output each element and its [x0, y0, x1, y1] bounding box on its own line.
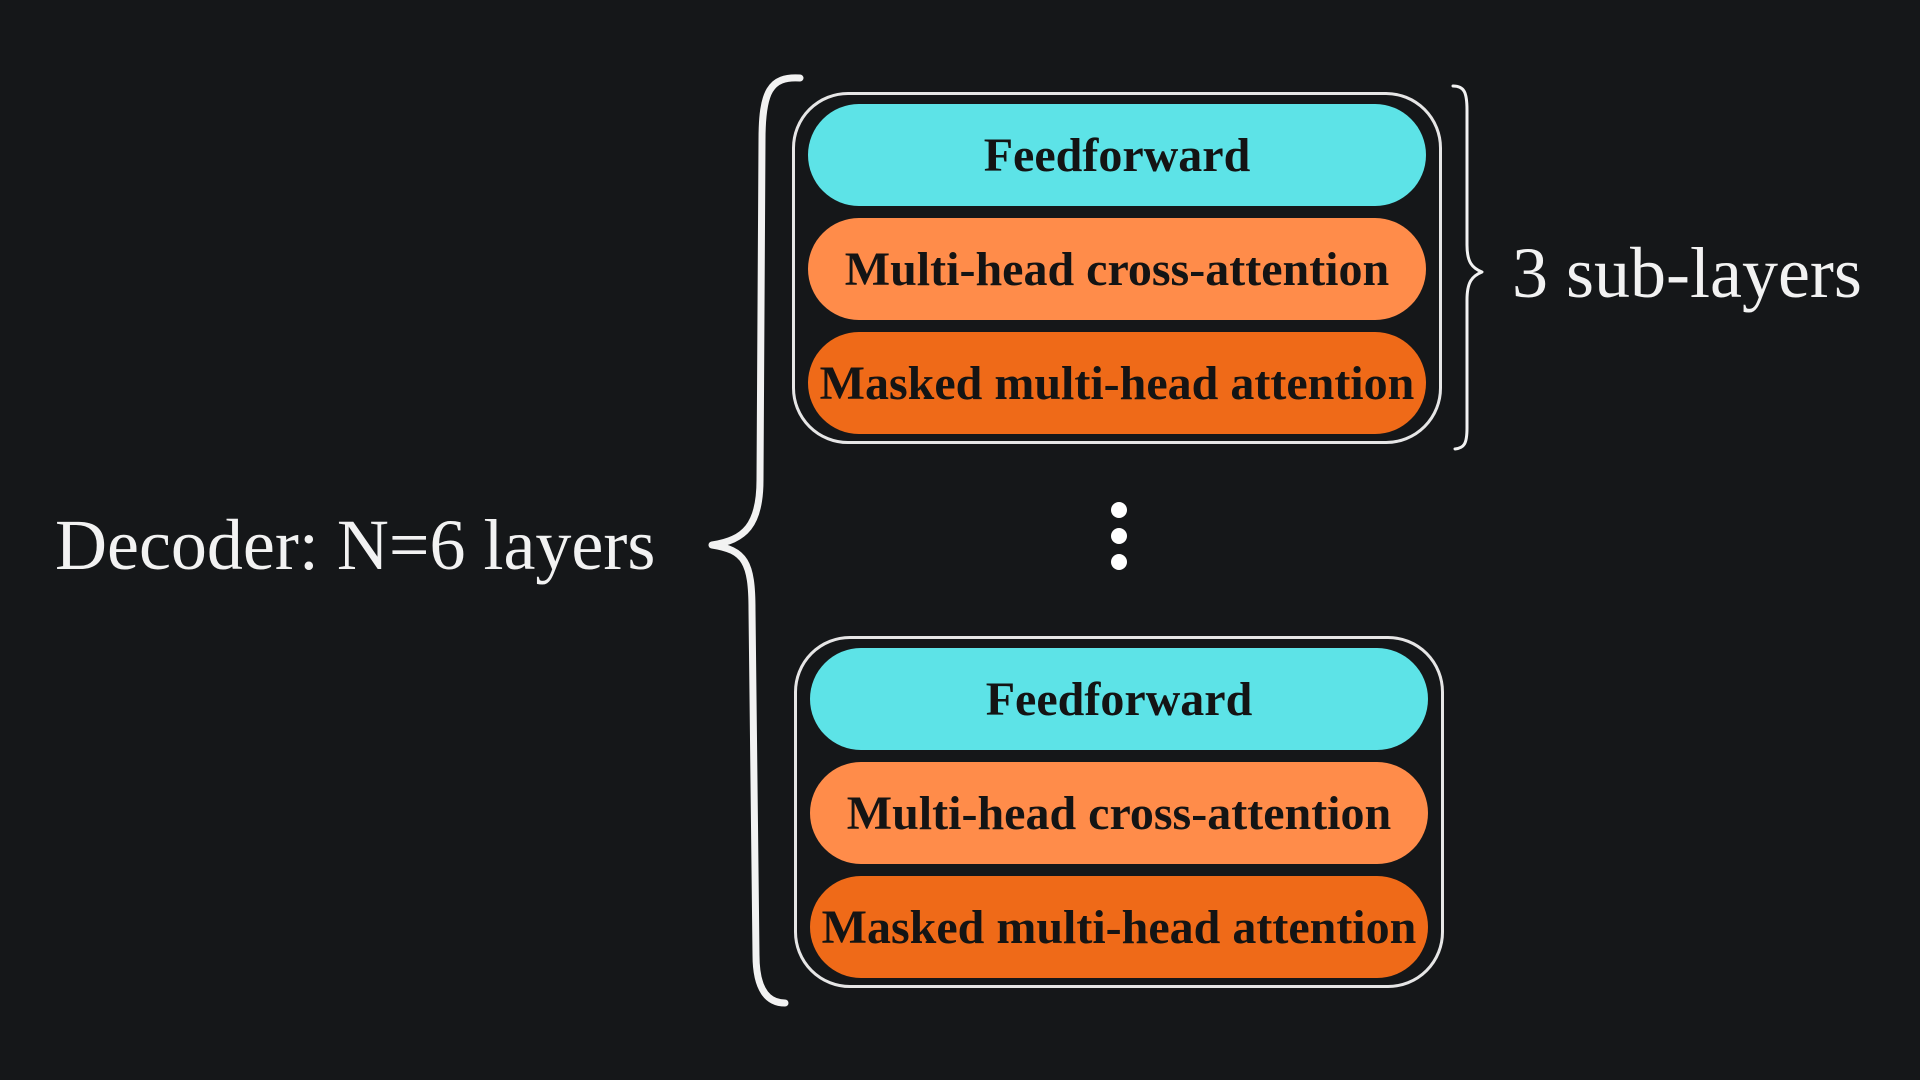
decoder-layer-top: Feedforward Multi-head cross-attention M…: [792, 92, 1442, 444]
decoder-layer-bottom: Feedforward Multi-head cross-attention M…: [794, 636, 1444, 988]
sublayers-label: 3 sub-layers: [1512, 233, 1862, 313]
decoder-brace: [708, 74, 804, 1007]
ellipsis-dot: [1111, 502, 1127, 518]
sublayers-brace: [1451, 84, 1484, 451]
decoder-label: Decoder: N=6 layers: [55, 505, 656, 585]
feedforward-pill: Feedforward: [808, 104, 1426, 206]
cross-attention-pill: Multi-head cross-attention: [808, 218, 1426, 320]
ellipsis-dot: [1111, 554, 1127, 570]
cross-attention-pill: Multi-head cross-attention: [810, 762, 1428, 864]
feedforward-pill: Feedforward: [810, 648, 1428, 750]
ellipsis-dot: [1111, 528, 1127, 544]
masked-attention-pill: Masked multi-head attention: [808, 332, 1426, 434]
masked-attention-pill: Masked multi-head attention: [810, 876, 1428, 978]
